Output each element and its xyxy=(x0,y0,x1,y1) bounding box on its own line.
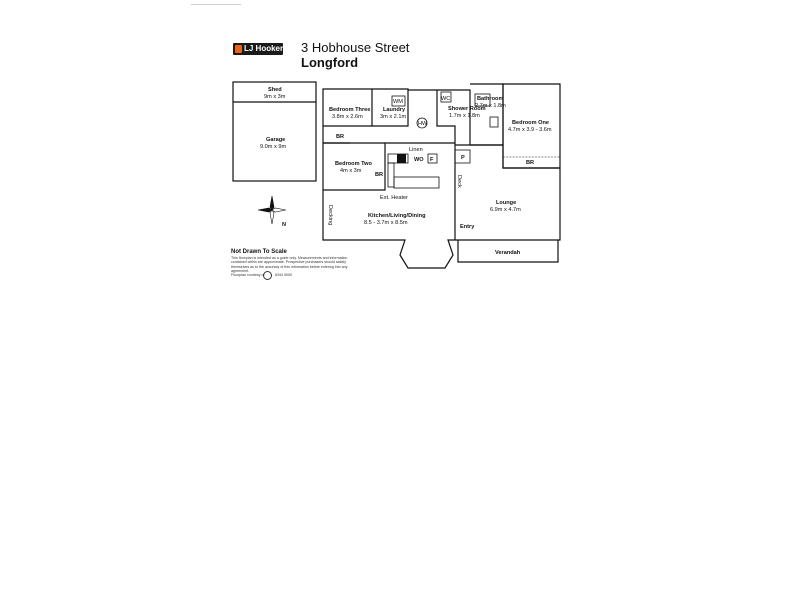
not-to-scale-note: Not Drawn To Scale xyxy=(231,249,287,255)
top-divider-line xyxy=(191,4,241,5)
bedroom-one-label: Bedroom One xyxy=(512,120,549,126)
wm-label: WM xyxy=(393,99,403,105)
lounge-label: Lounge xyxy=(496,200,516,206)
bedroom-two-robe: BR xyxy=(375,172,383,178)
toilet-icon xyxy=(489,116,499,128)
bedroom-three-size: 3.8m x 2.6m xyxy=(332,114,363,120)
fridge-label: F xyxy=(430,157,434,163)
brand-mark-icon xyxy=(235,45,242,53)
decking-label: Decking xyxy=(327,205,333,225)
property-street: 3 Hobhouse Street xyxy=(301,40,410,55)
deck-label: Deck xyxy=(456,175,462,188)
garage-outline xyxy=(232,81,317,182)
laundry-walls xyxy=(372,88,409,127)
shed-size: 9m x 3m xyxy=(264,94,286,100)
verandah-label: Verandah xyxy=(495,250,521,256)
shower-room-size: 1.7m x 1.8m xyxy=(449,113,480,119)
bathroom-size: 2.7m x 1.8m xyxy=(475,103,506,109)
linen-label: Linen xyxy=(409,147,423,153)
bedroom-one-walls xyxy=(502,83,561,169)
bedroom-three-robe: BR xyxy=(336,134,344,140)
prepared-by-text: Floorplan courtesy of xyxy=(231,273,265,277)
kitchen-counter xyxy=(393,176,440,189)
bedroom-three-label: Bedroom Three xyxy=(329,107,370,113)
kitchen-living-walls xyxy=(322,190,455,269)
bathroom-label: Bathroom xyxy=(477,96,503,102)
wc-label: WC xyxy=(441,96,450,102)
lounge-size: 6.9m x 4.7m xyxy=(490,207,521,213)
wet-area-walls xyxy=(408,89,471,145)
shower-walls xyxy=(436,90,456,145)
firm-phone: 6344 9000 xyxy=(275,273,292,277)
north-arrow-icon xyxy=(257,195,287,225)
drafting-firm-logo-icon xyxy=(263,271,272,280)
garage-label: Garage xyxy=(266,137,285,143)
bedroom-one-robe: BR xyxy=(526,160,534,166)
lj-hooker-logo: LJ Hooker xyxy=(233,43,283,55)
hot-water-icon xyxy=(416,117,428,129)
disclaimer-text: This floorplan is intended as a guide on… xyxy=(231,256,348,273)
kitchen-living-label: Kitchen/Living/Dining xyxy=(368,213,426,219)
washing-machine-box xyxy=(391,95,406,107)
wall-oven-icon xyxy=(397,154,406,163)
verandah-outline xyxy=(457,240,559,263)
garage-size: 9.0m x 9m xyxy=(260,144,286,150)
hw-label: HW xyxy=(418,121,428,127)
wc-icon xyxy=(440,91,452,103)
property-suburb: Longford xyxy=(301,55,359,70)
ext-heater-label: Ext. Heater xyxy=(380,195,408,201)
laundry-label: Laundry xyxy=(383,107,406,113)
bedroom-two-walls xyxy=(322,142,386,191)
bedroom-two-label: Bedroom Two xyxy=(335,161,372,167)
shower-room-label: Shower Room xyxy=(448,106,486,112)
shed-label: Shed xyxy=(268,87,282,93)
brand-name: LJ Hooker xyxy=(244,44,284,53)
fridge-box xyxy=(427,153,438,164)
kitchen-living-size: 8.5 - 3.7m x 8.5m xyxy=(364,220,408,226)
pantry-label: P xyxy=(461,155,465,161)
kitchen-island xyxy=(387,162,395,188)
north-label: N xyxy=(282,222,286,228)
entry-label: Entry xyxy=(460,224,475,230)
bath-icon xyxy=(474,93,491,107)
wall-oven-label: WO xyxy=(414,157,424,163)
laundry-size: 3m x 2.1m xyxy=(380,114,406,120)
bedroom-one-size: 4.7m x 3.9 - 3.6m xyxy=(508,127,552,133)
bedroom-two-size: 4m x 3m xyxy=(340,168,362,174)
pantry-box xyxy=(454,149,471,164)
lounge-walls xyxy=(455,144,561,241)
